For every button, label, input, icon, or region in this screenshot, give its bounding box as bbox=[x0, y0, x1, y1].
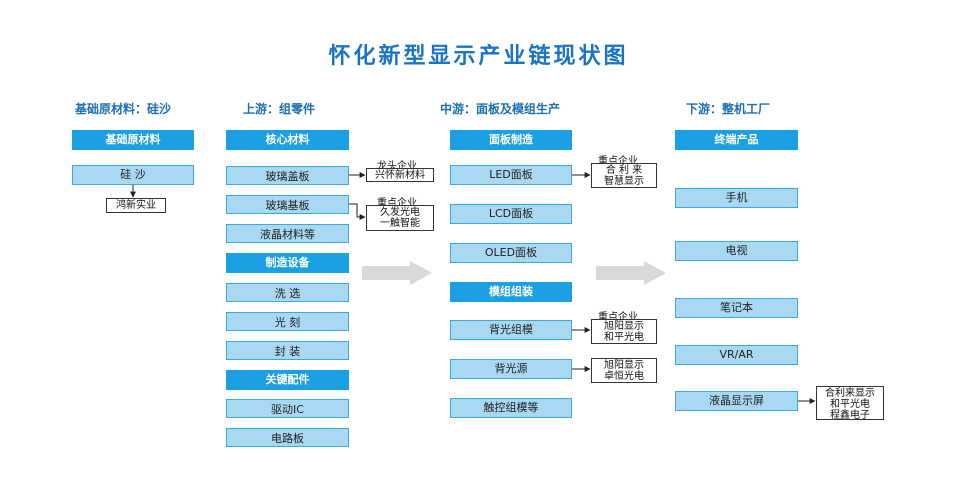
note-mid1-line1: 合 利 来 bbox=[605, 165, 643, 176]
note-up2-head: 重点企业 bbox=[377, 198, 417, 209]
category-panel-manufacturing: 面板制造 bbox=[450, 130, 572, 150]
note-mid2-box: 旭阳显示 和平光电 bbox=[591, 319, 657, 344]
page-title: 怀化新型显示产业链现状图 bbox=[328, 44, 629, 69]
item-backlight-module: 背光组模 bbox=[450, 320, 572, 340]
category-manufacturing-equipment: 制造设备 bbox=[226, 253, 349, 273]
note-up1-head: 龙头企业 bbox=[377, 161, 417, 172]
item-circuit-board: 电路板 bbox=[226, 428, 349, 447]
item-touch-module: 触控组模等 bbox=[450, 398, 572, 418]
note-up2-line1: 久发光电 bbox=[380, 207, 420, 218]
item-driver-ic: 驱动IC bbox=[226, 399, 349, 418]
item-backlight-source: 背光源 bbox=[450, 359, 572, 379]
category-module-assembly: 模组组装 bbox=[450, 282, 572, 302]
item-washing: 洗 选 bbox=[226, 283, 349, 302]
note-down1-box: 合利来显示 和平光电 程鑫电子 bbox=[816, 386, 884, 421]
item-phone: 手机 bbox=[675, 188, 798, 208]
flow-arrow-up-to-mid bbox=[362, 261, 432, 285]
item-led-panel: LED面板 bbox=[450, 165, 572, 185]
item-glass-cover: 玻璃盖板 bbox=[226, 166, 349, 185]
item-glass-substrate: 玻璃基板 bbox=[226, 195, 349, 214]
note-mid3-line2: 卓恒光电 bbox=[604, 371, 644, 382]
item-oled-panel: OLED面板 bbox=[450, 243, 572, 263]
arrow-up2 bbox=[349, 203, 366, 220]
note-mid1-line2: 智慧显示 bbox=[604, 176, 644, 187]
raw-materials-header: 基础原材料：硅沙 bbox=[75, 102, 172, 116]
note-up1-box: 兴怀新材料 bbox=[366, 168, 434, 182]
category-key-parts: 关键配件 bbox=[226, 370, 349, 390]
category-core-materials: 核心材料 bbox=[226, 130, 349, 150]
note-mid1-box: 合 利 来 智慧显示 bbox=[591, 163, 657, 188]
flow-arrow-mid-to-down bbox=[596, 261, 666, 285]
item-tv: 电视 bbox=[675, 241, 798, 261]
category-raw-materials: 基础原材料 bbox=[72, 130, 194, 150]
downstream-header: 下游：整机工厂 bbox=[686, 102, 771, 116]
item-lcd-panel: LCD面板 bbox=[450, 204, 572, 224]
note-down1-line3: 程鑫电子 bbox=[830, 410, 870, 421]
category-terminal-products: 终端产品 bbox=[675, 130, 798, 150]
note-mid3-box: 旭阳显示 卓恒光电 bbox=[591, 358, 657, 383]
note-mid3-line1: 旭阳显示 bbox=[604, 360, 644, 371]
note-up2-line2: 一触智能 bbox=[380, 218, 420, 229]
note-mid2-line1: 旭阳显示 bbox=[604, 321, 644, 332]
item-liquid-crystal: 液晶材料等 bbox=[226, 224, 349, 243]
item-laptop: 笔记本 bbox=[675, 298, 798, 318]
item-lithography: 光 刻 bbox=[226, 312, 349, 331]
item-packaging: 封 装 bbox=[226, 341, 349, 360]
midstream-header: 中游：面板及模组生产 bbox=[440, 102, 561, 116]
note-down1-line1: 合利来显示 bbox=[825, 388, 875, 399]
note-mid1-head: 重点企业 bbox=[598, 156, 638, 167]
company-hongxin: 鸿新实业 bbox=[106, 198, 166, 213]
item-silica-sand: 硅 沙 bbox=[72, 165, 194, 185]
item-lcd-screen: 液晶显示屏 bbox=[675, 391, 798, 411]
note-mid2-head: 重点企业 bbox=[598, 312, 638, 323]
upstream-header: 上游：组零件 bbox=[243, 102, 316, 116]
note-mid2-line2: 和平光电 bbox=[604, 332, 644, 343]
note-up1-line: 兴怀新材料 bbox=[375, 170, 425, 181]
note-down1-line2: 和平光电 bbox=[830, 399, 870, 410]
item-vr-ar: VR/AR bbox=[675, 345, 798, 365]
note-up2-box: 久发光电 一触智能 bbox=[366, 205, 434, 231]
